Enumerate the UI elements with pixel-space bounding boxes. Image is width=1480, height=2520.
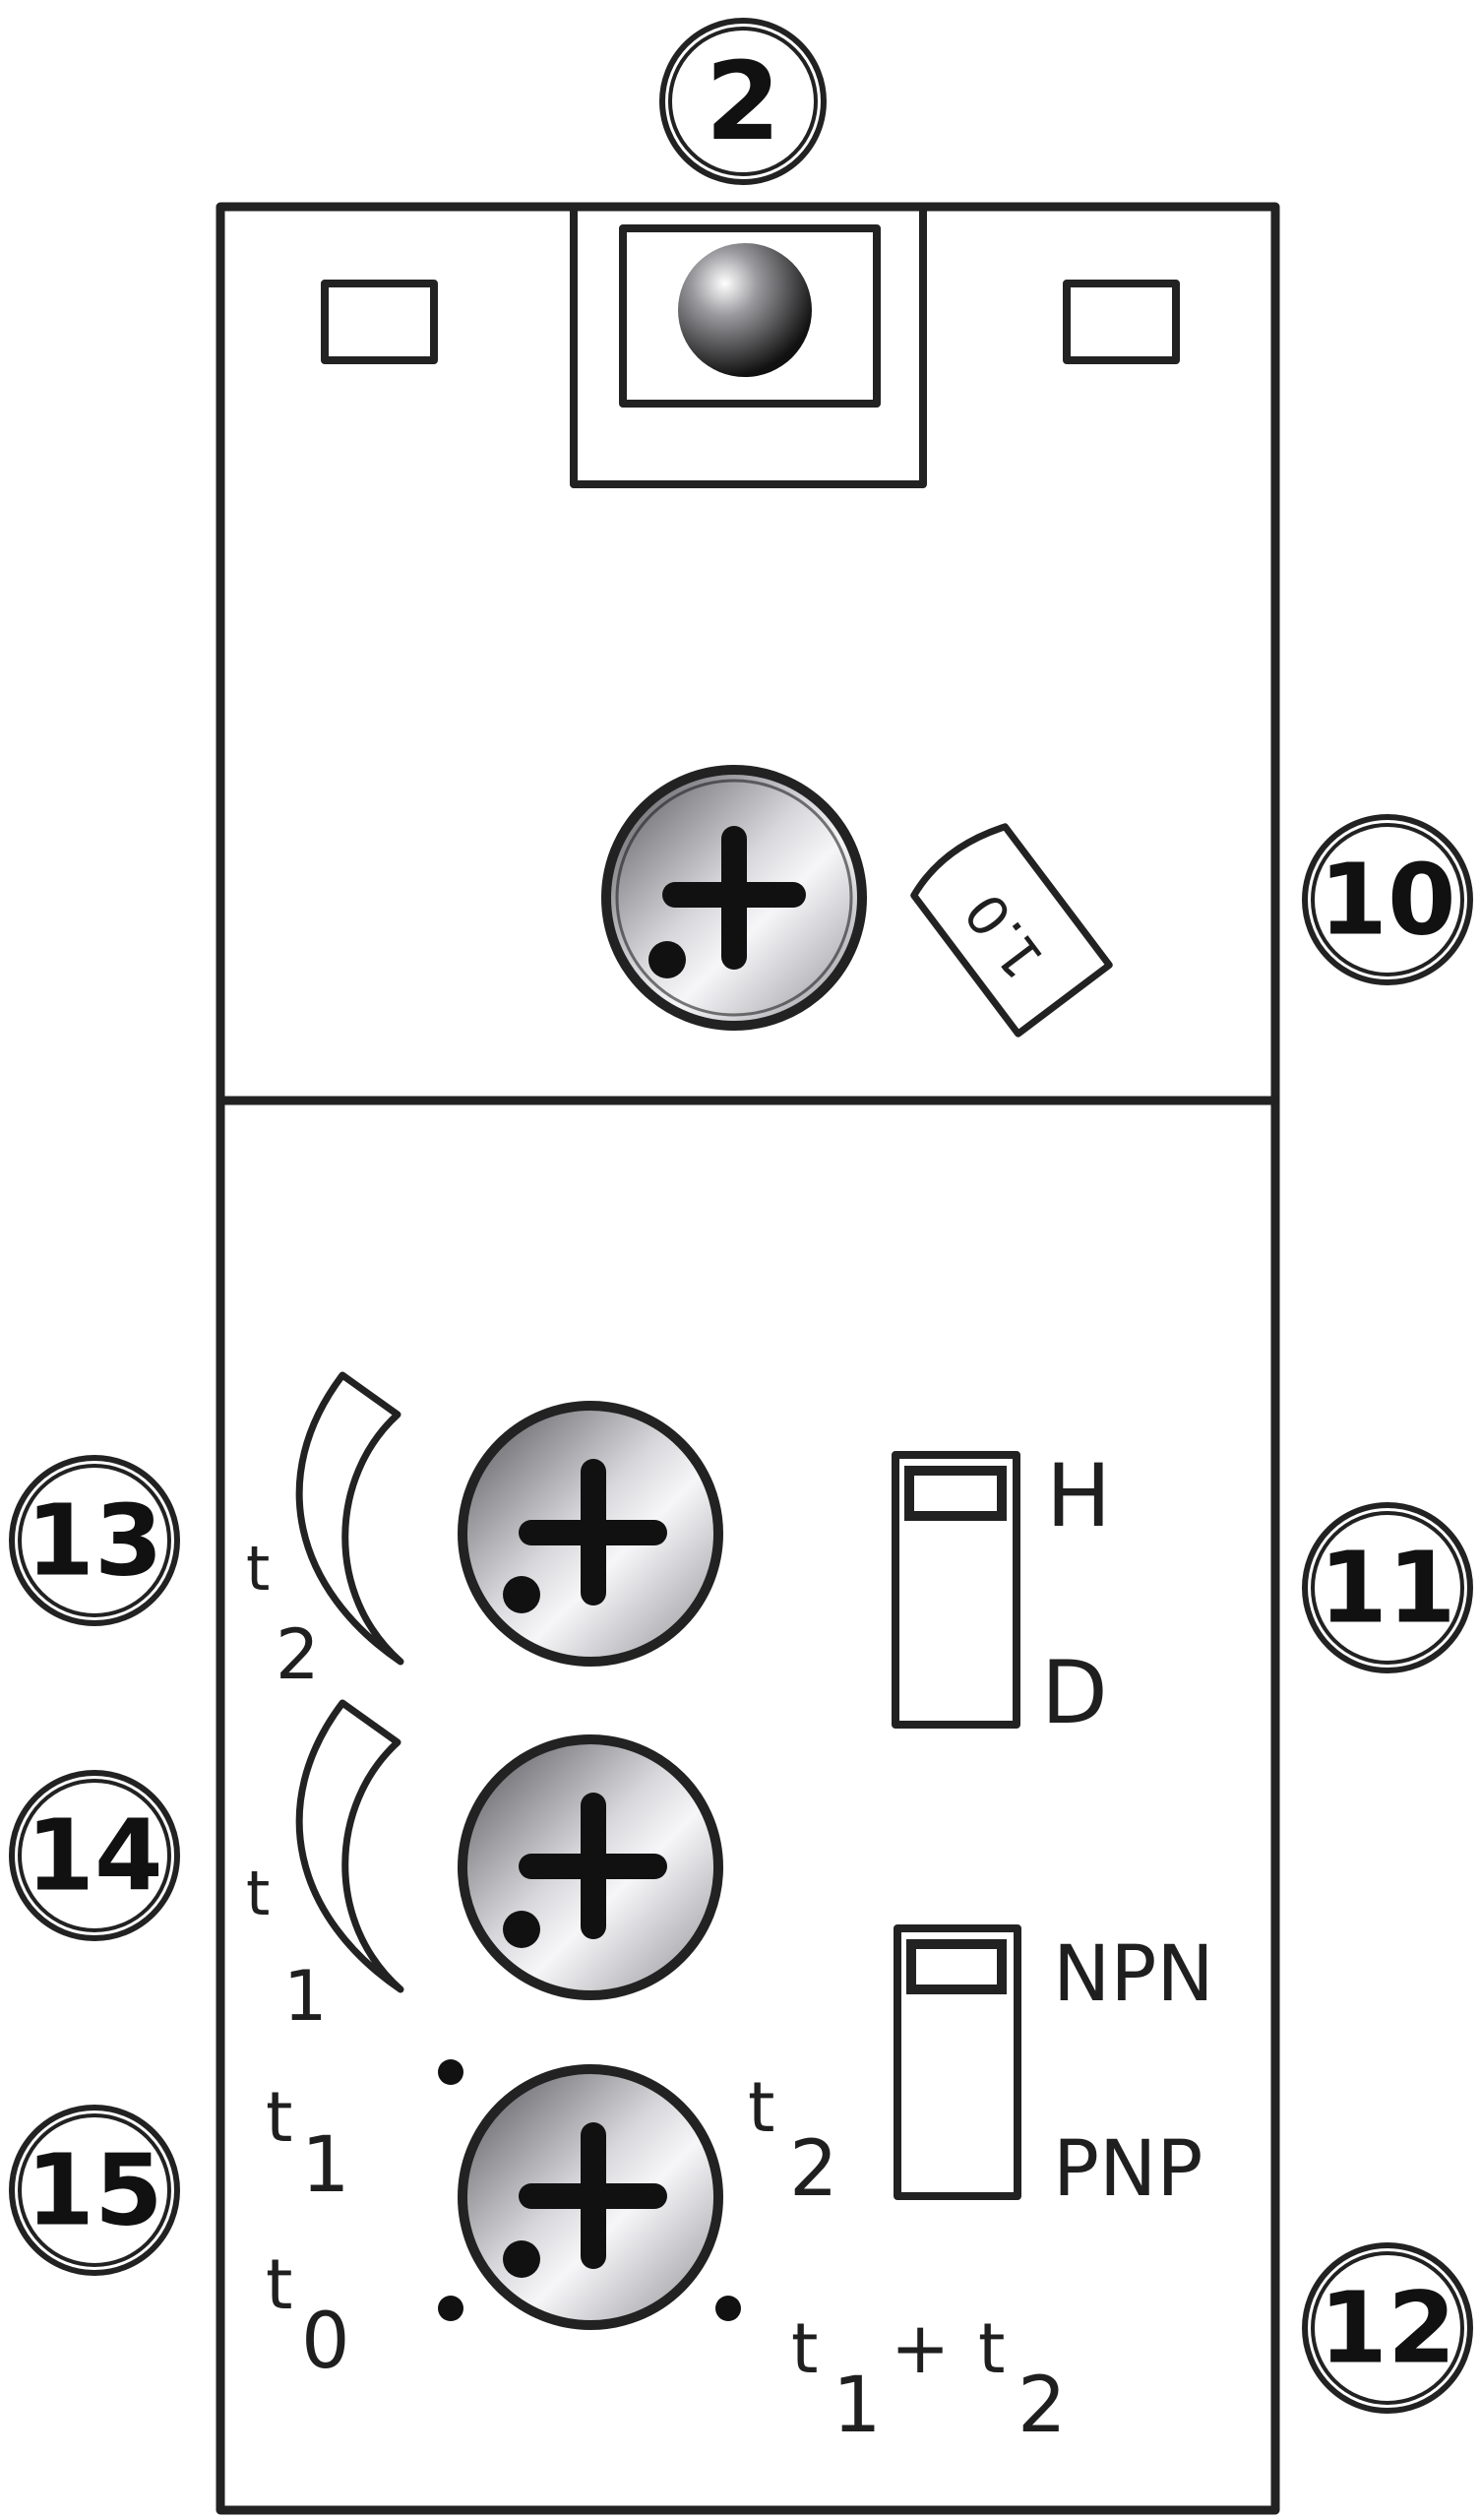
position-dot-t1-plus-t2 bbox=[715, 2296, 741, 2321]
output-switch[interactable] bbox=[894, 1924, 1021, 2200]
svg-text:12: 12 bbox=[1319, 2271, 1455, 2386]
callout-11: 11 bbox=[1302, 1502, 1473, 1673]
svg-text:14: 14 bbox=[26, 1798, 162, 1914]
svg-text:15: 15 bbox=[26, 2133, 162, 2248]
switch-knob bbox=[904, 1466, 1007, 1521]
mounting-slot-left bbox=[321, 280, 438, 364]
label-sel-t2-sub: 2 bbox=[789, 2125, 838, 2214]
label-sel-t0-sub: 0 bbox=[301, 2298, 350, 2386]
mode-switch[interactable] bbox=[892, 1451, 1020, 1729]
screw-icon[interactable] bbox=[458, 2064, 723, 2330]
housing bbox=[216, 202, 1280, 2515]
callout-10: 10 bbox=[1302, 814, 1473, 985]
callout-14: 14 bbox=[9, 1770, 180, 1941]
label-t1-sub: 1 bbox=[283, 1956, 328, 2037]
arc-arrow-icon bbox=[295, 1699, 404, 1993]
label-sel-t1-base: t bbox=[266, 2077, 292, 2158]
label-t2-sub: 2 bbox=[276, 1614, 320, 1695]
callout-12: 12 bbox=[1302, 2242, 1473, 2414]
label-sel-t1-sub: 1 bbox=[301, 2121, 350, 2210]
label-sum-t2-base: t bbox=[978, 2308, 1005, 2389]
label-sum-t-base: t bbox=[791, 2308, 818, 2389]
switch-label-pnp: PNP bbox=[1053, 2125, 1202, 2214]
switch-label-h: H bbox=[1046, 1445, 1111, 1546]
led-window-frame bbox=[570, 203, 927, 488]
position-dot-t0 bbox=[438, 2296, 463, 2321]
mounting-slot-right bbox=[1063, 280, 1180, 364]
label-sum-t1-sub: 1 bbox=[832, 2362, 882, 2450]
led-icon bbox=[678, 243, 812, 377]
svg-text:2: 2 bbox=[706, 38, 781, 164]
label-sel-t2-base: t bbox=[748, 2067, 774, 2148]
switch-label-npn: NPN bbox=[1053, 1930, 1214, 2019]
switch-knob bbox=[906, 1939, 1007, 1994]
label-sel-t0-base: t bbox=[266, 2244, 292, 2325]
arc-arrow-icon bbox=[295, 1371, 404, 1666]
callout-2: 2 bbox=[659, 18, 827, 185]
range-label-icon: 1.0 bbox=[910, 823, 1113, 1038]
label-sum-t2-sub: 2 bbox=[1018, 2362, 1067, 2450]
label-sum-plus: + bbox=[891, 2306, 950, 2389]
screw-icon[interactable] bbox=[458, 1401, 723, 1667]
callout-15: 15 bbox=[9, 2105, 180, 2276]
svg-text:11: 11 bbox=[1319, 1531, 1455, 1646]
label-t1-base: t bbox=[246, 1858, 270, 1929]
callout-13: 13 bbox=[9, 1455, 180, 1626]
screw-icon[interactable] bbox=[458, 1734, 723, 2000]
svg-text:10: 10 bbox=[1319, 843, 1455, 958]
label-t2-base: t bbox=[246, 1533, 270, 1605]
screw-icon[interactable] bbox=[601, 765, 867, 1031]
position-dot-t1 bbox=[438, 2059, 463, 2085]
svg-text:13: 13 bbox=[26, 1483, 162, 1599]
switch-label-d: D bbox=[1041, 1642, 1108, 1743]
